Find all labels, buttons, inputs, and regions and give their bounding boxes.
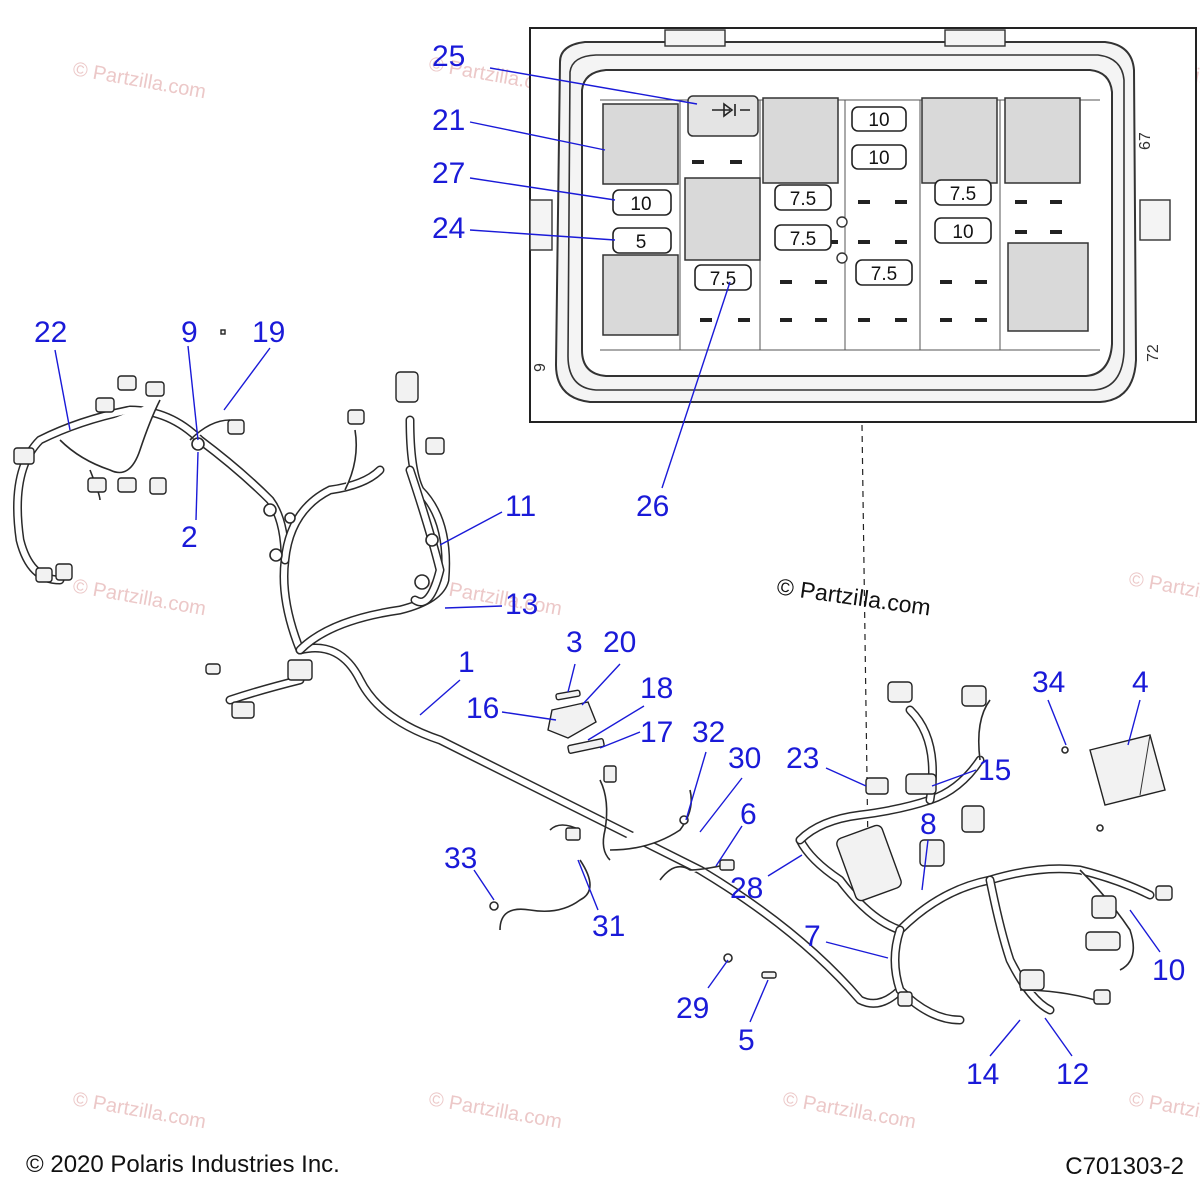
callout-24: 24 bbox=[432, 212, 465, 245]
watermark-11: © Partzilla.com bbox=[1127, 1088, 1200, 1133]
diagram-code: C701303-2 bbox=[1065, 1153, 1184, 1180]
relay-bottom-right bbox=[1007, 242, 1089, 332]
callout-7: 7 bbox=[804, 920, 821, 953]
relay-top-right-1 bbox=[921, 97, 998, 184]
callout-31: 31 bbox=[592, 910, 625, 943]
callout-6: 6 bbox=[740, 798, 757, 831]
watermark-8: © Partzilla.com bbox=[71, 1088, 208, 1133]
callout-20: 20 bbox=[603, 626, 636, 659]
callout-32: 32 bbox=[692, 716, 725, 749]
callout-15: 15 bbox=[978, 754, 1011, 787]
fuse-7-5-c: 7.5 bbox=[694, 264, 752, 291]
fuse-10-c-label: 10 bbox=[630, 194, 651, 215]
fuse-7-5-c-label: 7.5 bbox=[710, 269, 736, 290]
callout-11: 11 bbox=[505, 490, 536, 523]
relay-bottom-left bbox=[602, 254, 679, 336]
callout-8: 8 bbox=[920, 808, 937, 841]
fuse-10-c: 10 bbox=[612, 189, 672, 216]
relay-top-center bbox=[762, 97, 839, 184]
callout-16: 16 bbox=[466, 692, 499, 725]
callout-3: 3 bbox=[566, 626, 583, 659]
fuse-box-inset: 10 10 10 5 7.5 7.5 7.5 7.5 bbox=[529, 27, 1197, 423]
watermark-7: © Partzilla.com bbox=[1127, 568, 1200, 613]
callout-19: 19 bbox=[252, 316, 285, 349]
callout-23: 23 bbox=[786, 742, 819, 775]
callout-14: 14 bbox=[966, 1058, 999, 1091]
callout-10: 10 bbox=[1152, 954, 1185, 987]
part-16-bracket bbox=[547, 701, 597, 739]
watermark-10: © Partzilla.com bbox=[781, 1088, 918, 1133]
relay-top-right-2 bbox=[1004, 97, 1081, 184]
fuse-10-a-label: 10 bbox=[868, 110, 889, 131]
fuse-7-5-a-label: 7.5 bbox=[790, 189, 816, 210]
callout-4: 4 bbox=[1132, 666, 1149, 699]
callout-2: 2 bbox=[181, 521, 198, 554]
callout-17: 17 bbox=[640, 716, 673, 749]
fuse-10-a: 10 bbox=[851, 106, 907, 132]
callout-29: 29 bbox=[676, 992, 709, 1025]
callout-27: 27 bbox=[432, 157, 465, 190]
copyright-text: © 2020 Polaris Industries Inc. bbox=[26, 1151, 340, 1178]
relay-center-left bbox=[684, 177, 761, 261]
fuse-7-5-e-label: 7.5 bbox=[871, 264, 897, 285]
callout-22: 22 bbox=[34, 316, 67, 349]
callout-34: 34 bbox=[1032, 666, 1065, 699]
callout-26: 26 bbox=[636, 490, 669, 523]
callout-25: 25 bbox=[432, 40, 465, 73]
part-3-cover bbox=[555, 689, 581, 701]
fuse-5-label: 5 bbox=[636, 232, 647, 253]
fuse-7-5-a: 7.5 bbox=[774, 184, 832, 211]
callout-1: 1 bbox=[458, 646, 475, 679]
fuse-10-b-label: 10 bbox=[868, 148, 889, 169]
watermark-5: © Partzilla.com bbox=[71, 575, 208, 620]
fuse-10-b: 10 bbox=[851, 144, 907, 170]
diode-component bbox=[687, 95, 759, 137]
callout-12: 12 bbox=[1056, 1058, 1089, 1091]
callout-9: 9 bbox=[181, 316, 198, 349]
part-17-strip bbox=[567, 738, 605, 754]
relay-top-left bbox=[602, 103, 679, 185]
fuse-7-5-e: 7.5 bbox=[855, 259, 913, 286]
callout-28: 28 bbox=[730, 872, 763, 905]
fuse-7-5-d: 7.5 bbox=[934, 179, 992, 206]
callout-18: 18 bbox=[640, 672, 673, 705]
callout-30: 30 bbox=[728, 742, 761, 775]
main-wiring-harness bbox=[13, 329, 1173, 1025]
watermark-9: © Partzilla.com bbox=[427, 1088, 564, 1133]
housing-number-9: 9 bbox=[532, 363, 549, 372]
harness-fuse-box bbox=[836, 824, 902, 902]
callout-21: 21 bbox=[432, 104, 465, 137]
callout-labels: 25 21 27 24 26 22 9 19 2 11 13 1 3 20 18… bbox=[34, 40, 1185, 1091]
fuse-7-5-d-label: 7.5 bbox=[950, 184, 976, 205]
watermark-1: © Partzilla.com bbox=[71, 58, 208, 103]
fuse-7-5-b-label: 7.5 bbox=[790, 229, 816, 250]
leader-lines bbox=[54, 67, 1161, 1057]
center-watermark: © Partzilla.com bbox=[775, 573, 932, 620]
housing-number-72: 72 bbox=[1145, 344, 1162, 362]
callout-33: 33 bbox=[444, 842, 477, 875]
fuse-5: 5 bbox=[612, 227, 672, 254]
fuse-slots bbox=[692, 160, 1062, 322]
housing-number-67: 67 bbox=[1137, 132, 1154, 150]
fuse-7-5-b: 7.5 bbox=[774, 224, 832, 251]
callout-13: 13 bbox=[505, 588, 538, 621]
fuse-10-d-label: 10 bbox=[952, 222, 973, 243]
callout-5: 5 bbox=[738, 1024, 755, 1057]
fuse-10-d: 10 bbox=[934, 217, 992, 244]
part-4-block bbox=[1089, 734, 1166, 806]
